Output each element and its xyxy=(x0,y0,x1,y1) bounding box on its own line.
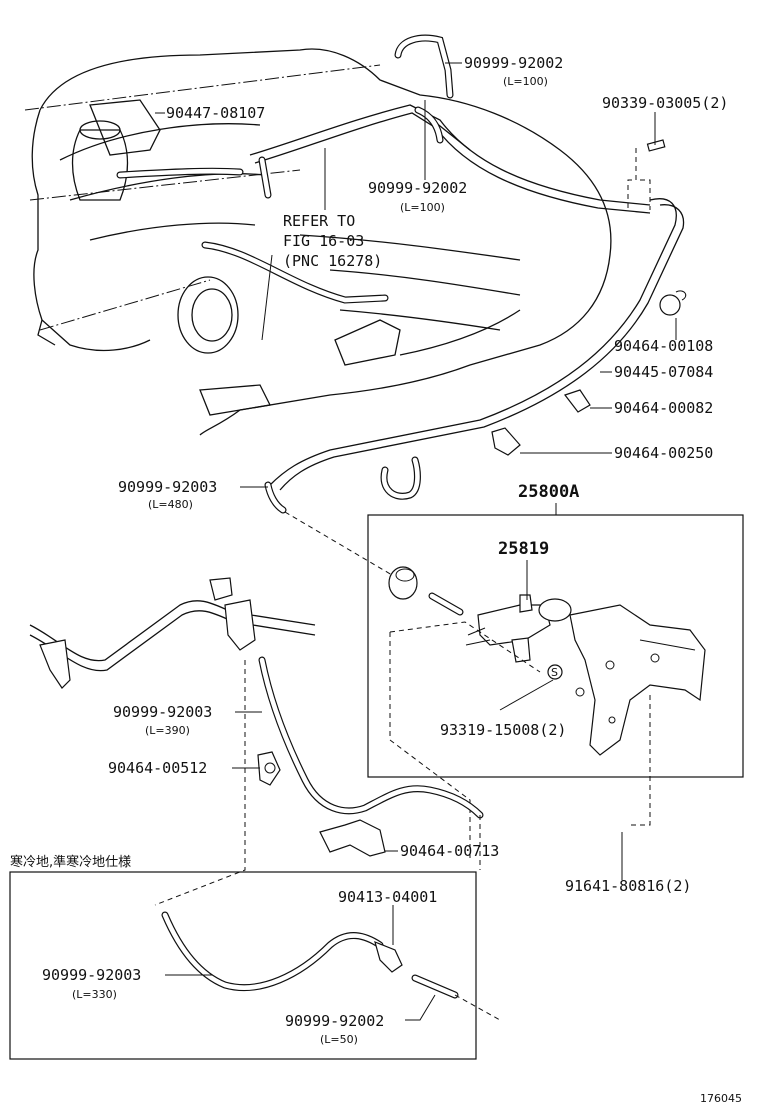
label-length-f: (L=50) xyxy=(320,1033,358,1046)
label-90447-08107: 90447-08107 xyxy=(166,104,265,122)
cold-region-parts xyxy=(161,911,501,1021)
label-93319-15008: 93319-15008(2) xyxy=(440,721,566,739)
vsv-assembly: S xyxy=(388,566,706,860)
cold-region-box xyxy=(9,871,477,1060)
leader-lines xyxy=(155,62,677,1021)
label-length-c: (L=480) xyxy=(148,498,193,511)
label-90464-00082: 90464-00082 xyxy=(614,399,713,417)
label-90464-00108: 90464-00108 xyxy=(614,337,713,355)
engine-illustration xyxy=(24,34,687,500)
hose-l480 xyxy=(264,481,393,576)
label-90339-03005: 90339-03005(2) xyxy=(602,94,728,112)
callout-labels: 90999-92002 (L=100) 90447-08107 90339-03… xyxy=(10,54,742,1105)
label-91641-80816: 91641-80816(2) xyxy=(565,877,691,895)
label-length-e: (L=330) xyxy=(72,988,117,1001)
label-90999-92003-a: 90999-92003 xyxy=(118,478,217,496)
label-90999-92002-c: 90999-92002 xyxy=(285,1012,384,1030)
svg-text:S: S xyxy=(551,666,558,679)
label-90464-00250: 90464-00250 xyxy=(614,444,713,462)
label-90999-92002-a: 90999-92002 xyxy=(464,54,563,72)
refer-line-3: (PNC 16278) xyxy=(283,252,382,270)
refer-line-2: FIG 16-03 xyxy=(283,232,364,250)
label-90445-07084: 90445-07084 xyxy=(614,363,713,381)
diagram-id: 176045 xyxy=(700,1092,742,1105)
label-90999-92002-b: 90999-92002 xyxy=(368,179,467,197)
label-90464-00713: 90464-00713 xyxy=(400,842,499,860)
lower-pipe-assembly xyxy=(29,577,484,906)
label-90999-92003-b: 90999-92003 xyxy=(113,703,212,721)
label-cold-region: 寒冷地,準寒冷地仕様 xyxy=(10,854,131,870)
label-90999-92003-c: 90999-92003 xyxy=(42,966,141,984)
label-90413-04001: 90413-04001 xyxy=(338,888,437,906)
label-length-b: (L=100) xyxy=(400,201,445,214)
label-length-d: (L=390) xyxy=(145,724,190,737)
label-length-a: (L=100) xyxy=(503,75,548,88)
label-90464-00512: 90464-00512 xyxy=(108,759,207,777)
label-25800a: 25800A xyxy=(518,482,579,502)
label-25819: 25819 xyxy=(498,539,549,559)
refer-line-1: REFER TO xyxy=(283,212,355,230)
